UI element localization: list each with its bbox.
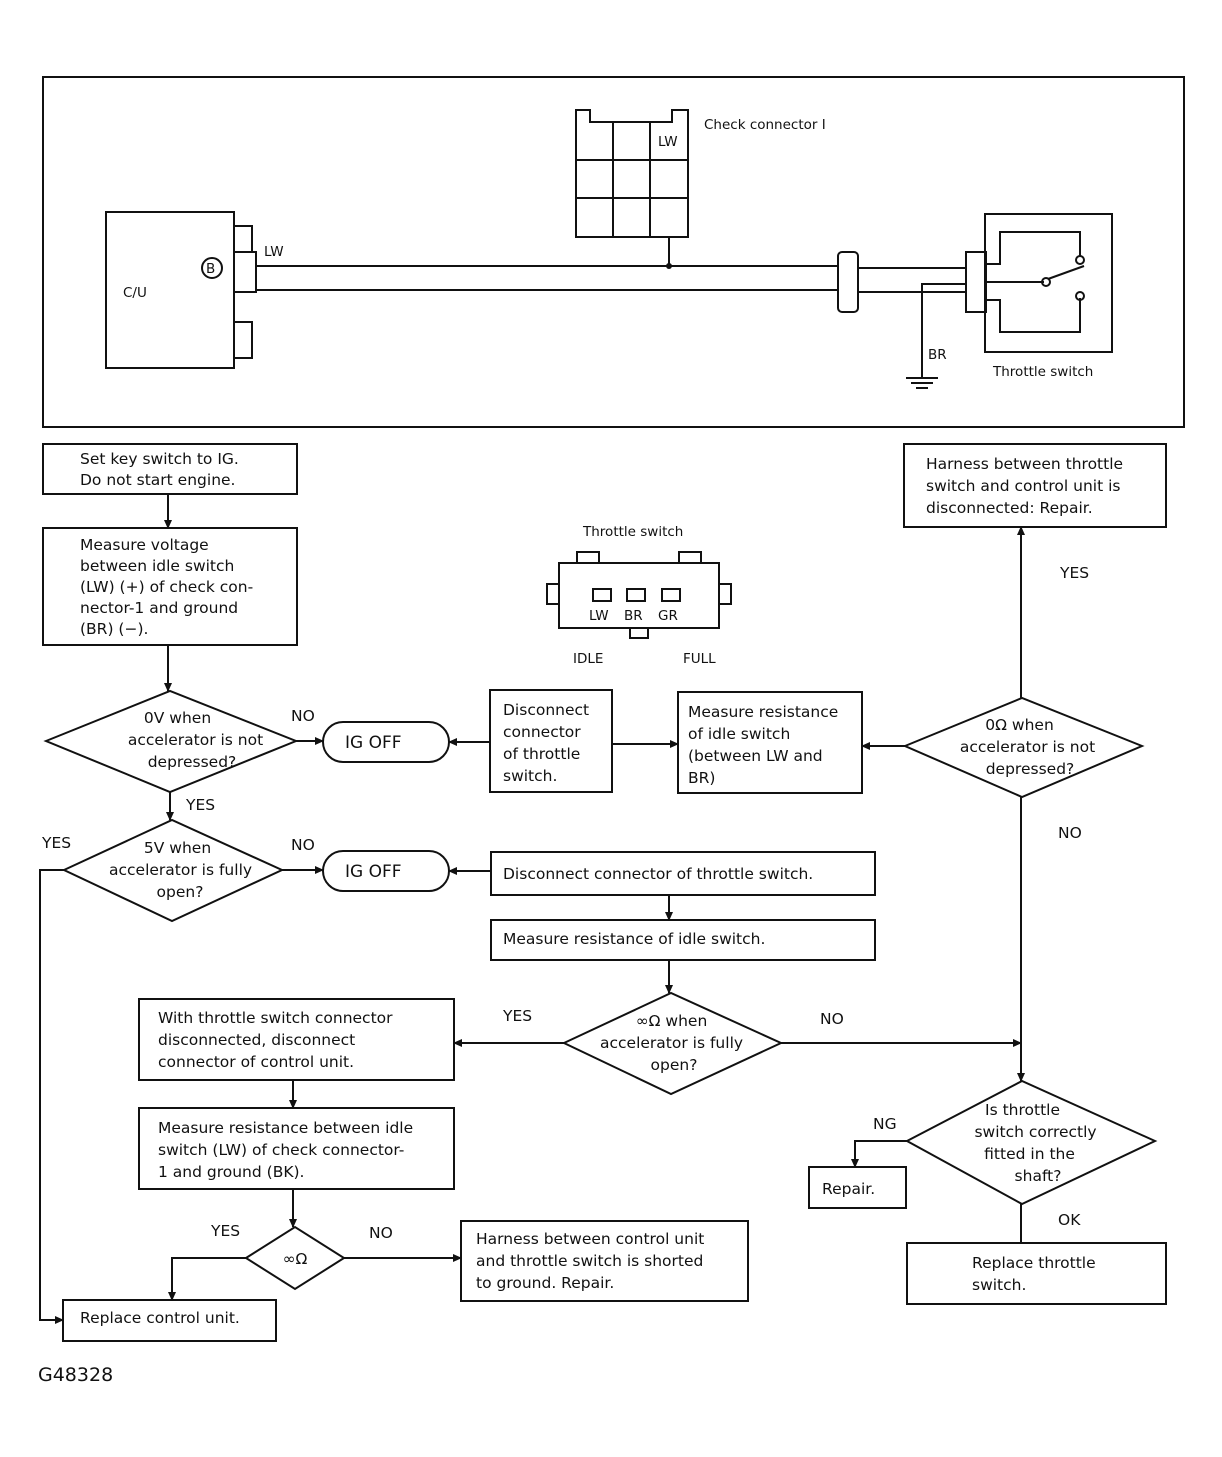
throttle-switch-connector-view: Throttle switch LW BR GR IDLE FULL	[546, 524, 732, 667]
check-connector-label: Check connector I	[704, 117, 826, 133]
throttle-switch-label: Throttle switch	[992, 364, 1093, 380]
figure-id: G48328	[38, 1364, 113, 1386]
wiring-diagram-frame	[42, 76, 1185, 428]
connector-pin-br: BR	[624, 608, 643, 624]
label-ng-fitted: NG	[873, 1115, 897, 1133]
flowchart	[42, 443, 1167, 1342]
start-text: Set key switch to IG. Do not start engin…	[80, 450, 244, 489]
flow-text: Set key switch to IG. Do not start engin…	[41, 450, 1128, 1327]
measure-resistance-1-text: Measure resistance of idle switch (betwe…	[688, 703, 843, 787]
check-connector-pin-label: LW	[658, 134, 678, 150]
q-fitted-text: Is throttle switch correctly fitted in t…	[974, 1101, 1101, 1185]
check-connector: LW	[575, 109, 689, 238]
connector-pin-lw: LW	[589, 608, 609, 624]
measure-resistance-2-text: Measure resistance of idle switch.	[503, 930, 765, 948]
measure-resistance-2-box	[490, 919, 876, 961]
inline-connector	[837, 251, 859, 313]
label-no-inf-open: NO	[820, 1010, 844, 1028]
disconnect-cu-box	[138, 998, 455, 1081]
repair-box	[808, 1166, 907, 1209]
ig-off-1-text: IG OFF	[345, 733, 402, 753]
disconnect-cu-text: With throttle switch connector disconnec…	[158, 1009, 397, 1071]
harness-shorted-text: Harness between control unit and throttl…	[476, 1230, 709, 1292]
ground-br-label: BR	[928, 347, 947, 363]
label-no-0ohm: NO	[1058, 824, 1082, 842]
disconnect-2-box	[490, 851, 876, 896]
wiring-diagram: LW Check connector I B C/U LW BR	[42, 76, 1185, 428]
wire-lw-label: LW	[264, 244, 284, 260]
q-5v-text: 5V when accelerator is fully open?	[109, 839, 257, 901]
measure-resistance-3-text: Measure resistance between idle switch (…	[158, 1119, 418, 1181]
label-yes-5v: YES	[41, 834, 71, 852]
label-no-0v: NO	[291, 707, 315, 725]
idle-label: IDLE	[573, 651, 603, 667]
start-box	[42, 443, 298, 495]
connector-pin-gr: GR	[658, 608, 678, 624]
q-inf-text: ∞Ω	[283, 1250, 308, 1268]
q-0v-text: 0V when accelerator is not depressed?	[128, 709, 268, 771]
label-no-inf: NO	[369, 1224, 393, 1242]
q-inf-open-text: ∞Ω when accelerator is fully open?	[600, 1012, 748, 1074]
label-yes-0v: YES	[185, 796, 215, 814]
ig-off-2-text: IG OFF	[345, 862, 402, 882]
disconnect-2-text: Disconnect connector of throttle switch.	[503, 865, 813, 883]
throttle-switch-symbol	[965, 213, 1113, 353]
label-yes-0ohm: YES	[1059, 564, 1089, 582]
harness-shorted-box	[460, 1220, 749, 1302]
flow-arrows	[39, 494, 1025, 1324]
connector-view-title: Throttle switch	[582, 524, 683, 540]
replace-cu-text: Replace control unit.	[80, 1309, 240, 1327]
harness-disconnected-box	[903, 443, 1167, 528]
decision-0ohm	[902, 696, 1145, 799]
measure-resistance-1-box	[677, 691, 863, 794]
measure-voltage-text: Measure voltage between idle switch (LW)…	[80, 536, 258, 638]
label-no-5v: NO	[291, 836, 315, 854]
decision-fitted	[904, 1079, 1158, 1206]
replace-switch-box	[906, 1242, 1167, 1305]
label-yes-inf-open: YES	[502, 1007, 532, 1025]
measure-voltage-box	[42, 527, 298, 646]
replace-switch-text: Replace throttle switch.	[972, 1254, 1101, 1294]
measure-resistance-3-box	[138, 1107, 455, 1190]
cu-label: C/U	[123, 285, 147, 301]
control-unit: B C/U	[105, 211, 257, 369]
disconnect-1-box	[489, 689, 613, 793]
replace-cu-box	[62, 1299, 277, 1342]
q-0ohm-text: 0Ω when accelerator is not depressed?	[960, 716, 1100, 778]
label-yes-inf: YES	[210, 1222, 240, 1240]
repair-text: Repair.	[822, 1180, 875, 1198]
full-label: FULL	[683, 651, 716, 667]
disconnect-1-text: Disconnect connector of throttle switch.	[503, 701, 594, 785]
cu-pin-label: B	[206, 261, 215, 277]
harness-disconnected-text: Harness between throttle switch and cont…	[926, 455, 1128, 517]
label-ok-fitted: OK	[1058, 1211, 1081, 1229]
